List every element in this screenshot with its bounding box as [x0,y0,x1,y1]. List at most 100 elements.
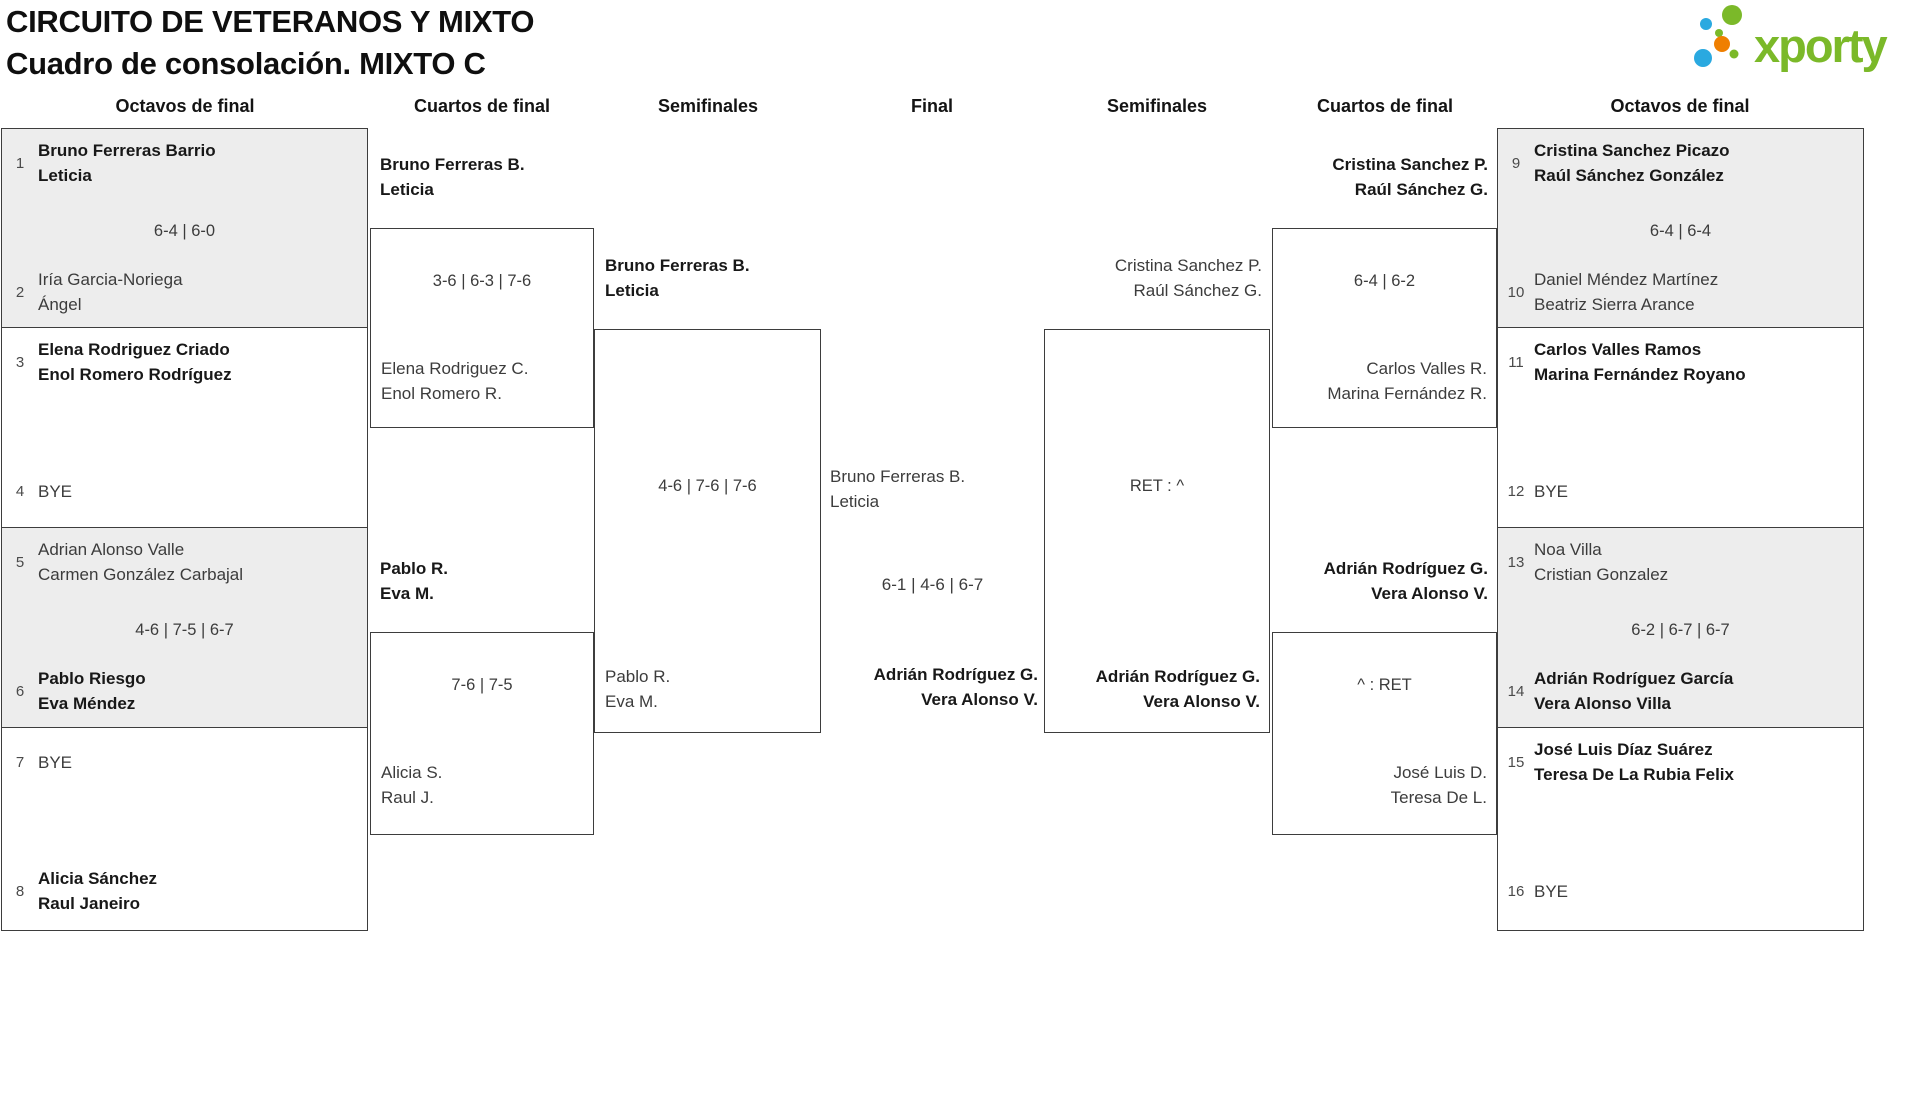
team-name: Adrián Rodríguez García [1534,669,1734,688]
loser-label: Elena Rodriguez C. Enol Romero R. [381,356,584,406]
team-name: Raul J. [381,788,434,807]
team-name: Beatriz Sierra Arance [1534,295,1695,314]
round-header-qf-right: Cuartos de final [1316,96,1454,116]
match-box-sf-left: 4-6 | 7-6 | 7-6 Pablo R. Eva M. [594,329,821,733]
team-name: Leticia [605,281,659,300]
seed-number: 16 [1507,882,1525,900]
round-header-qf-left: Cuartos de final [413,96,551,116]
seed-number: 13 [1507,553,1525,571]
team-name: Leticia [380,180,434,199]
seed-number: 14 [1507,682,1525,700]
team-name: BYE [38,752,73,772]
seed-number: 4 [15,482,25,500]
team-name: José Luis D. [1393,763,1487,782]
team-name: Pablo R. [605,667,671,686]
match-score: 6-4 | 6-2 [1353,272,1416,290]
seed-number: 12 [1507,482,1525,500]
team-name: Vera Alonso Villa [1534,694,1672,713]
match-box-qf-left-1: 3-6 | 6-3 | 7-6 Elena Rodriguez C. Enol … [370,228,594,428]
page-title: CIRCUITO DE VETERANOS Y MIXTO Cuadro de … [6,1,534,85]
team-name: Elena Rodriguez C. [381,359,529,378]
loser-label: José Luis D. Teresa De L. [1283,760,1487,810]
team-name: Bruno Ferreras B. [380,155,525,174]
participant-label-sf-right-top: Cristina Sanchez P. Raúl Sánchez G. [1115,253,1262,303]
team-name: Cristian Gonzalez [1534,565,1669,584]
logo-dots-icon [1694,5,1742,67]
team-name: Cristina Sanchez Picazo [1534,141,1730,160]
team-name: Raúl Sánchez González [1534,166,1724,185]
team-name: Noa Villa [1534,540,1602,559]
winner-label-qf-left-2: Pablo R. Eva M. [380,556,448,606]
team-name: Eva Méndez [38,694,136,713]
bracket-subtitle: Cuadro de consolación. MIXTO C [6,46,486,81]
match-score: 4-6 | 7-6 | 7-6 [658,477,757,495]
match-score: 6-4 | 6-4 [1649,222,1712,240]
seed-number: 11 [1508,353,1524,371]
team-name: Eva M. [380,584,434,603]
xporty-logo[interactable]: xporty [1692,4,1912,74]
round-header-r16-left: Octavos de final [115,96,255,116]
team-name: Teresa De L. [1390,788,1487,807]
bracket-entry: 4 BYE [9,466,361,516]
team-name: Bruno Ferreras Barrio [38,141,216,160]
round-header-sf-left: Semifinales [657,96,759,116]
team-name: Vera Alonso V. [1143,692,1260,711]
final-team-left: Bruno Ferreras B. Leticia [830,464,965,514]
team-name: Cristina Sanchez P. [1114,256,1262,275]
bracket-entry: 16 BYE [1505,866,1857,916]
team-name: Ángel [38,295,82,314]
round-header-sf-right: Semifinales [1106,96,1208,116]
team-name: Carlos Valles Ramos [1534,340,1702,359]
team-name: Enol Romero Rodríguez [38,365,232,384]
team-name: Elena Rodriguez Criado [38,340,230,359]
match-score: 6-4 | 6-0 [153,222,216,240]
team-name: BYE [1534,481,1569,501]
loser-label: Alicia S. Raul J. [381,760,584,810]
match-score: 7-6 | 7-5 [451,676,513,694]
match-box-qf-right-1: 6-4 | 6-2 Carlos Valles R. Marina Fernán… [1272,228,1497,428]
seed-number: 7 [15,753,25,771]
team-name: Daniel Méndez Martínez [1534,270,1719,289]
team-name: Carmen González Carbajal [38,565,244,584]
match-box-qf-right-2: ^ : RET José Luis D. Teresa De L. [1272,632,1497,835]
seed-number: 6 [15,682,25,700]
match-box-qf-left-2: 7-6 | 7-5 Alicia S. Raul J. [370,632,594,835]
seed-number: 3 [15,353,25,371]
match-box-sf-right: RET : ^ Adrián Rodríguez G. Vera Alonso … [1044,329,1270,733]
match-score: ^ : RET [1357,676,1412,694]
final-team-right: Adrián Rodríguez G. Vera Alonso V. [874,662,1038,712]
team-name: Raúl Sánchez G. [1354,180,1488,199]
team-name: Carlos Valles R. [1366,359,1487,378]
seed-number: 5 [15,553,25,571]
team-name: Raúl Sánchez G. [1133,281,1262,300]
seed-number: 9 [1511,154,1521,172]
team-name: Enol Romero R. [381,384,502,403]
seed-number: 10 [1507,283,1525,301]
bracket-entry: 12 BYE [1505,466,1857,516]
team-name: Vera Alonso V. [921,690,1038,709]
team-name: Adrián Rodríguez G. [1095,667,1260,686]
match-score: 4-6 | 7-5 | 6-7 [135,621,234,639]
team-name: Marina Fernández Royano [1534,365,1746,384]
team-name: Alicia S. [381,763,443,782]
winner-label-qf-right-1: Cristina Sanchez P. Raúl Sánchez G. [1332,152,1488,202]
winner-label-sf-right-bottom: Adrián Rodríguez G. Vera Alonso V. [1055,664,1260,714]
seed-number: 8 [15,882,25,900]
team-name: Teresa De La Rubia Felix [1534,765,1734,784]
team-name: Bruno Ferreras B. [830,467,966,486]
team-name: José Luis Díaz Suárez [1534,740,1713,759]
match-score: RET : ^ [1129,477,1185,495]
